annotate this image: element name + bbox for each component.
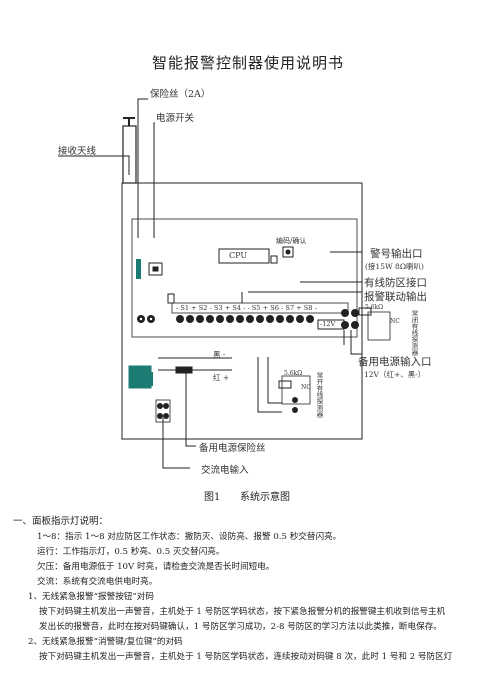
page-title: 智能报警控制器使用说明书	[151, 54, 344, 72]
indicator-line-3: 欠压：备用电源低于 10V 时亮，请检查交流是否长时间短电。	[37, 562, 275, 572]
item2-body-1: 按下对码键主机发出一声警音，主机处于 1 号防区学码状态，连续按动对码键 8 次…	[39, 652, 453, 662]
backup-fuse	[175, 366, 193, 374]
fuse-block	[136, 259, 141, 279]
nc-a-label: NC	[390, 318, 400, 325]
figure-caption: 系统示意图	[240, 492, 290, 503]
indicator-line-1: 1～8：指示 1～8 对应防区工作状态：撤防灭、设防亮、报警 0.5 秒交替闪亮…	[37, 532, 342, 542]
wired-detector-no-label: 常开有线探测器	[315, 372, 323, 418]
red-plus-label: 红 +	[213, 373, 230, 382]
power-switch	[148, 262, 163, 276]
alarm-output-sub-label: (接15W 8Ω喇叭)	[365, 262, 424, 271]
alarm-output-label: 警号输出口	[370, 248, 423, 260]
item2-title: 2、无线紧急报警“消警键/复位键”的对码	[28, 637, 183, 647]
item1-title: 1、无线紧急报警“报警按钮”对码	[28, 592, 154, 602]
wired-detector-nc-label: 常闭有线探测器	[410, 310, 418, 356]
terminal-labels: - S1 + S2 - S3 + S4 - - S5 + S6 - S7 + S…	[176, 304, 317, 312]
code-confirm-label: 编码/确认	[276, 237, 307, 245]
antenna-icon	[122, 117, 137, 184]
section-heading: 一、面板指示灯说明：	[13, 516, 109, 527]
terminal-block	[171, 302, 349, 314]
linkage-output-label: 报警联动输出	[364, 291, 427, 303]
fuse-label: 保险丝（2A）	[150, 89, 211, 100]
nc-b-label: NC	[301, 384, 311, 391]
resistor-b-label: 5.6kΩ	[284, 370, 303, 377]
code-button	[282, 246, 294, 258]
indicator-line-2: 运行：工作指示灯，0.5 秒亮、0.5 灭交替闪亮。	[37, 547, 225, 557]
cpu-chip	[218, 248, 270, 264]
indicator-line-4: 交流：系统有交流电供电时亮。	[37, 577, 158, 587]
backup-input-label: 备用电源输入口	[358, 356, 432, 368]
item1-body-1: 按下对码键主机发出一声警音，主机处于 1 号防区学码状态，按下紧急报警分机的报警…	[39, 607, 446, 617]
ac-input-label: 交流电输入	[201, 465, 249, 476]
controller-enclosure	[121, 182, 363, 440]
backup-fuse-label: 备用电源保险丝	[199, 443, 266, 454]
cpu-label: CPU	[229, 251, 248, 260]
backup-input-sub-label: 12V（红+、黑-）	[364, 370, 426, 379]
item1-body-2: 发出长的报警音，此时在按对码键确认，1 号防区学习成功，2-8 号防区的学习方法…	[39, 622, 442, 632]
figure-number: 图1	[204, 492, 221, 503]
power-switch-label: 电源开关	[156, 113, 195, 124]
wired-zone-label: 有线防区接口	[364, 277, 427, 289]
resistor-a	[358, 307, 372, 316]
circuit-board	[131, 218, 358, 338]
black-minus-label: 黑 -	[213, 350, 226, 359]
ac-input-plug	[155, 399, 171, 423]
resistor-a-label: 5.6kΩ	[365, 304, 384, 311]
antenna-label: 接收天线	[58, 146, 97, 157]
v12-label: -12V	[320, 320, 336, 328]
